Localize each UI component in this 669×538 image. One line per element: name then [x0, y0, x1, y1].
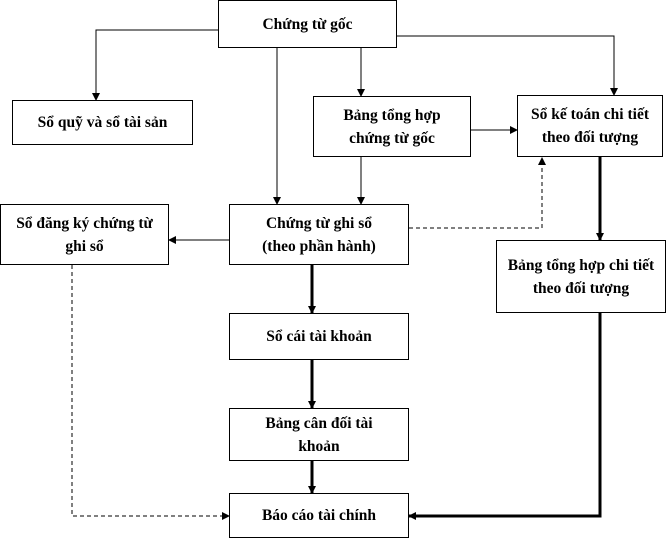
dashed-ctgs-sokt — [402, 157, 546, 232]
arrow-goc-to-sokt — [396, 35, 618, 96]
arrow-bangthct-to-baocao — [408, 313, 602, 520]
node-so-dang-ky: Sổ đăng ký chứng từ ghi sổ — [0, 204, 169, 265]
node-chung-tu-goc: Chứng từ gốc — [218, 0, 397, 48]
node-so-ke-toan-chi-tiet: Sổ kế toán chi tiết theo đối tượng — [517, 95, 663, 157]
node-bang-tong-hop-chi-tiet: Bảng tổng hợp chi tiết theo đối tượng — [496, 240, 666, 313]
node-bang-can-doi: Bảng cân đối tài khoản — [229, 408, 409, 461]
arrow-goc-to-soquy — [92, 29, 218, 101]
dashed-sodk-baocao — [68, 258, 230, 520]
node-so-quy: Sổ quỹ và sổ tài sản — [12, 100, 193, 145]
node-bao-cao-tai-chinh: Báo cáo tài chính — [229, 493, 409, 538]
node-bang-tong-hop-chung-tu-goc: Bảng tổng hợp chứng từ gốc — [313, 96, 471, 157]
node-chung-tu-ghi-so: Chứng từ ghi sổ (theo phần hành) — [229, 204, 409, 265]
node-so-cai: Sổ cái tài khoản — [229, 313, 409, 360]
